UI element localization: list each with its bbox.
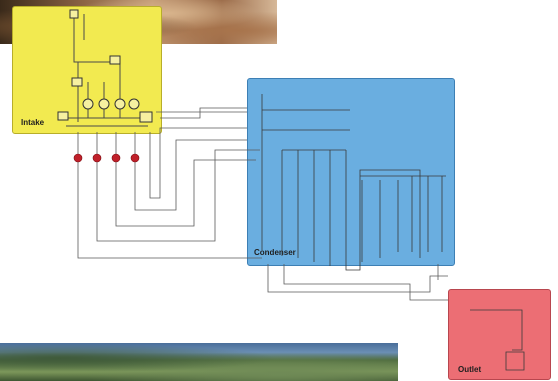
sensor-box [139,111,153,123]
outlet-label: Outlet [458,365,482,374]
valve-icon [73,153,83,163]
intake-components [57,9,153,123]
connecting-wires [77,107,448,301]
pump-icon [128,98,140,110]
background-photo-bottom [0,343,398,381]
valve-icons [73,153,140,163]
intake-panel[interactable]: Intake [12,6,162,134]
intake-label: Intake [21,118,45,127]
sensor-box [109,55,121,65]
condenser-wires [261,94,446,271]
sensor-box [57,111,69,121]
pump-icon [98,98,110,110]
condenser-label: Condenser [254,248,296,257]
pump-icon [82,98,94,110]
pump-icon [114,98,126,110]
valve-icon [92,153,102,163]
outlet-wires [470,309,525,371]
valve-icon [111,153,121,163]
sensor-box [69,9,79,19]
valve-icon [130,153,140,163]
outlet-panel[interactable]: Outlet [448,289,551,380]
sensor-box [71,77,83,87]
